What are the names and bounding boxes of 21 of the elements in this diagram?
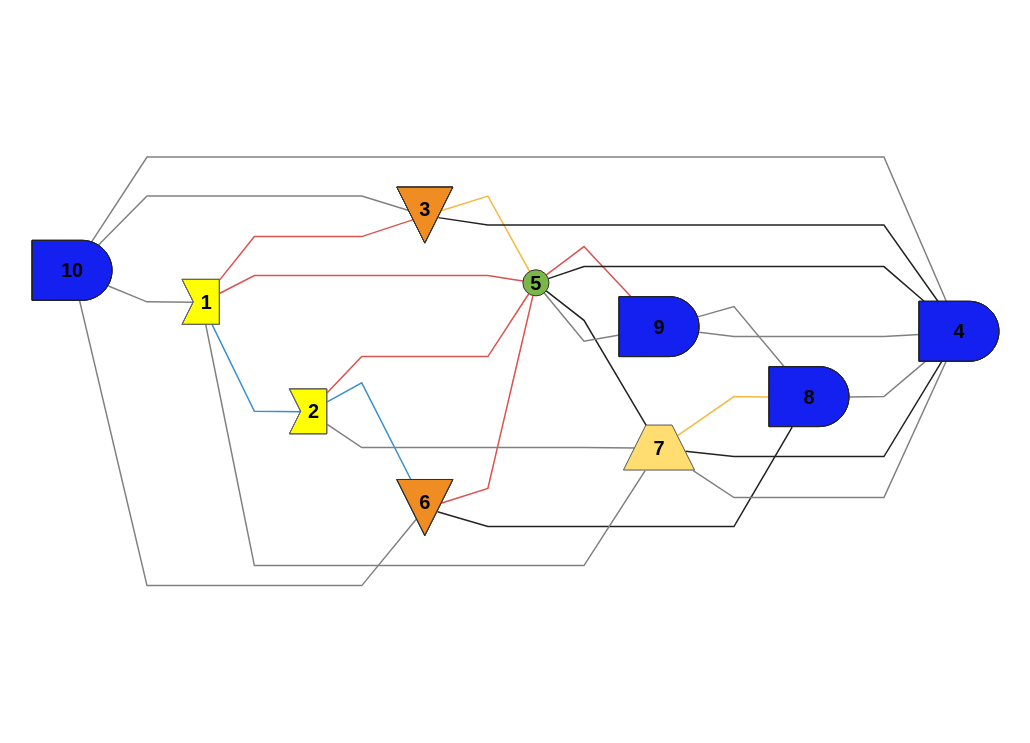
- connector: [547, 266, 925, 303]
- connector: [692, 361, 947, 499]
- connector: [218, 275, 524, 295]
- connector: [684, 361, 942, 458]
- connector: [436, 426, 793, 528]
- connector: [218, 219, 414, 281]
- connector: [437, 217, 939, 303]
- connector: [204, 324, 646, 567]
- connector: [78, 300, 417, 587]
- connector: [697, 331, 920, 338]
- connector: [696, 305, 785, 368]
- connector: [326, 293, 530, 394]
- connector: [545, 290, 647, 427]
- connector: [543, 292, 620, 343]
- connector: [440, 295, 534, 504]
- connector: [440, 195, 530, 273]
- connector: [676, 396, 770, 437]
- connector: [326, 382, 412, 481]
- node-circle: 5: [521, 269, 549, 297]
- connector: [848, 361, 926, 398]
- connector: [90, 156, 947, 303]
